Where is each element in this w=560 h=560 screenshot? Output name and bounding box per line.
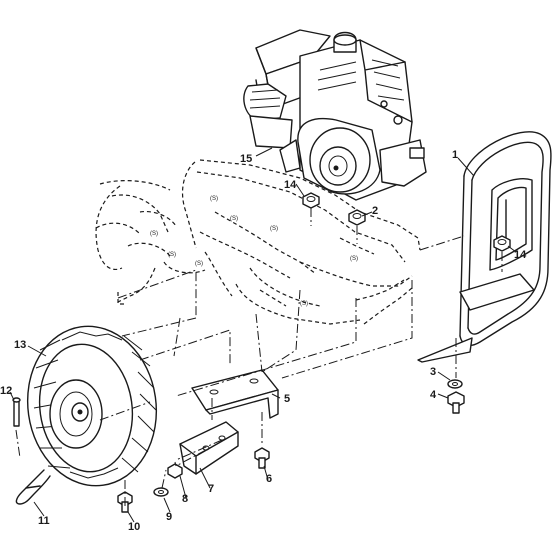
- callout-15: 15: [240, 153, 252, 165]
- callout-1: 1: [452, 149, 458, 161]
- washer-3: [447, 379, 463, 389]
- callout-7: 7: [208, 483, 214, 495]
- svg-text:(S): (S): [195, 261, 203, 267]
- bolt-6: [254, 447, 270, 469]
- nut-14-right: [493, 235, 511, 252]
- callout-10: 10: [128, 521, 140, 533]
- callout-14-left: 14: [284, 179, 297, 191]
- wheel-assembly: [26, 325, 158, 487]
- callout-14-right: 14: [514, 249, 527, 261]
- callout-12: 12: [0, 385, 12, 397]
- callout-9: 9: [166, 511, 172, 523]
- bolt-4: [447, 391, 465, 414]
- svg-text:(S): (S): [150, 231, 158, 237]
- svg-text:(S): (S): [210, 196, 218, 202]
- engine: [243, 29, 427, 201]
- callout-2: 2: [372, 205, 378, 217]
- callout-11: 11: [38, 515, 50, 527]
- callout-8: 8: [182, 493, 188, 505]
- svg-text:(S): (S): [270, 226, 278, 232]
- callout-13: 13: [14, 339, 26, 351]
- callout-5: 5: [284, 393, 290, 405]
- callout-labels: 1 2 3 4 5 6 7 8 9 10 11 12 13 14 14 15: [0, 149, 527, 533]
- nut-2: [348, 209, 366, 226]
- svg-text:(S): (S): [300, 301, 308, 307]
- svg-text:(S): (S): [350, 256, 358, 262]
- callout-pointers: [9, 147, 517, 523]
- shield-7: [179, 421, 239, 475]
- callout-4: 4: [430, 389, 437, 401]
- bumper-frame: [417, 131, 552, 363]
- leader-lines: [15, 208, 503, 506]
- washer-9: [153, 487, 169, 497]
- svg-text:(S): (S): [230, 216, 238, 222]
- hairpin-clip-11: [15, 469, 51, 505]
- bracket-5: [191, 369, 279, 419]
- nut-14-left: [302, 192, 320, 209]
- nut-8: [167, 463, 183, 479]
- svg-text:(S): (S): [168, 252, 176, 258]
- callout-3: 3: [430, 366, 436, 378]
- tine-assembly-phantom: (S) (S) (S) (S) (S) (S) (S) (S): [95, 159, 421, 325]
- pin-12: [12, 397, 21, 427]
- callout-6: 6: [266, 473, 272, 485]
